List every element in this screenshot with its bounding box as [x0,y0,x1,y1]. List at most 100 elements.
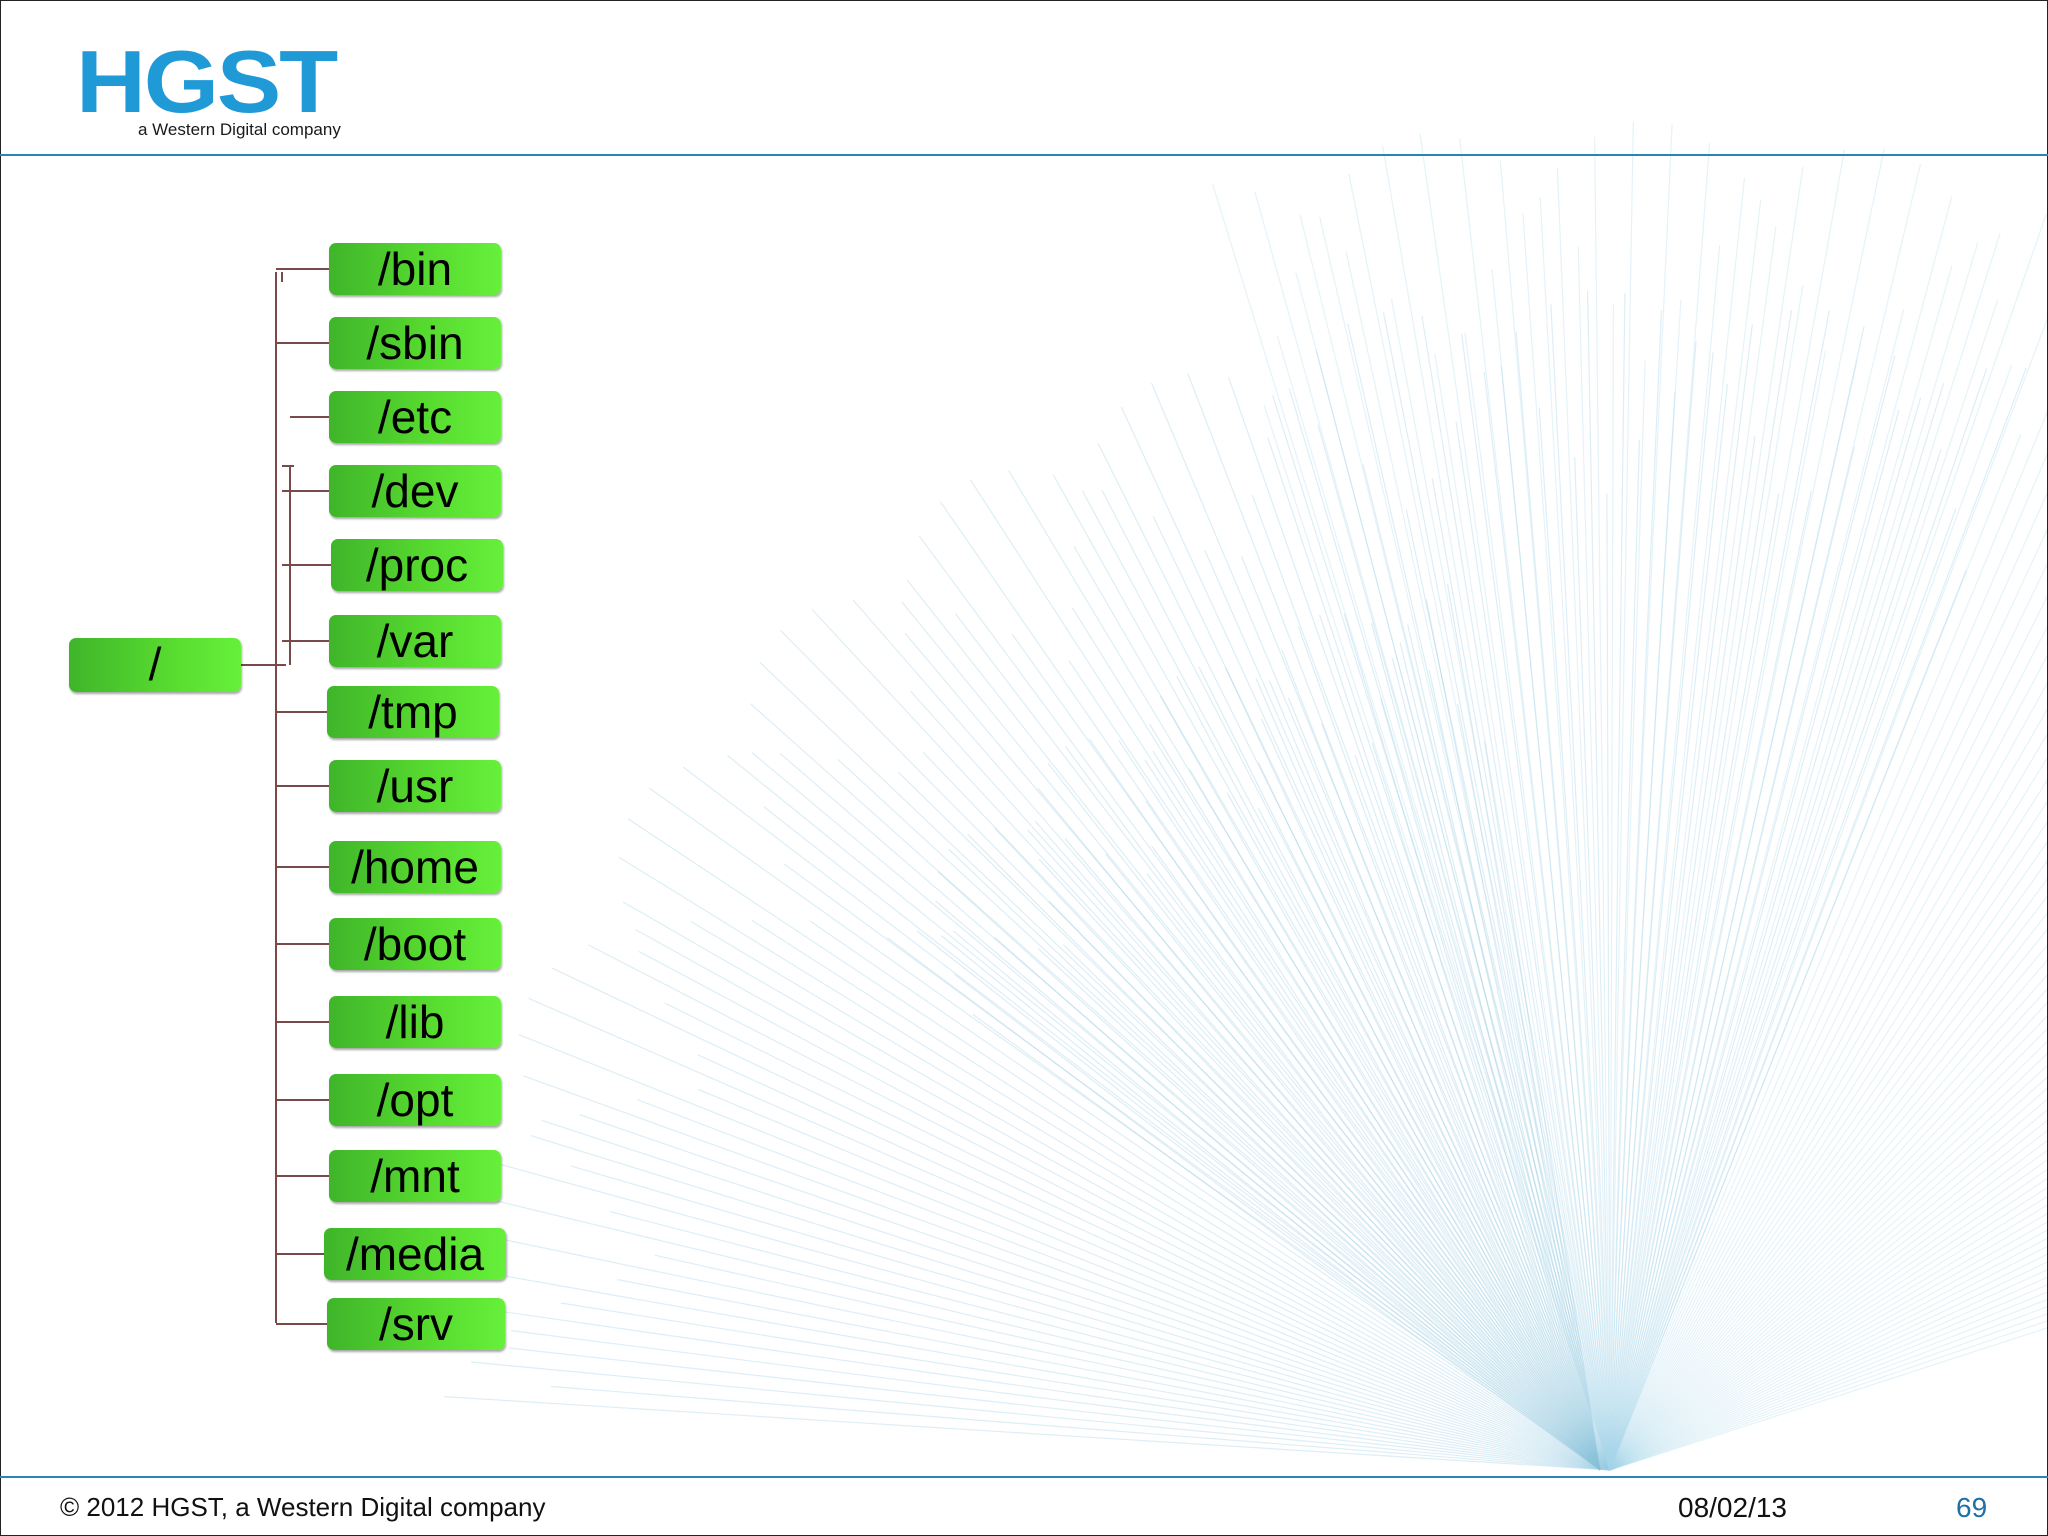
tree-node-label: /tmp [368,686,458,738]
fan-line [994,936,1601,1471]
fan-line [1538,407,1611,1471]
fan-line [1212,183,1611,1471]
fan-line [1034,820,1601,1471]
fan-line [1609,149,1846,1471]
tree-node-tmp: /tmp [327,686,499,738]
fan-line [1609,384,1728,1471]
fan-line [906,579,1611,1471]
fan-line [935,900,1601,1471]
fan-line [1606,493,1611,1471]
tree-node-boot: /boot [329,918,501,970]
fan-line [1228,377,1611,1471]
fan-line [1609,1298,2048,1471]
footer-copyright: © 2012 HGST, a Western Digital company [60,1492,546,1522]
fan-line [1149,723,1601,1471]
fan-line [1609,177,1746,1471]
tree-node-proc: /proc [331,539,503,591]
tree-node-dev: /dev [329,465,501,517]
fan-line [886,937,1601,1471]
fan-line [560,1302,1611,1471]
fan-line [1151,845,1601,1471]
fan-line [1263,404,1611,1471]
fan-line [750,703,1611,1471]
fan-line [1609,397,1922,1471]
tree-node-label: /media [345,1228,485,1280]
fan-line [1484,741,1601,1471]
fan-line [1464,332,1611,1471]
fan-line [901,601,1611,1471]
fan-line [1609,232,2001,1471]
tree-node-label: /boot [363,918,467,970]
fan-line [1120,406,1611,1471]
fan-line [1317,424,1611,1471]
logo-wordmark: HGST [76,32,338,131]
fan-line [1382,145,1611,1471]
fan-line [1348,173,1611,1471]
fan-line [1491,269,1611,1471]
fan-line [1609,350,1827,1471]
fan-line [1257,808,1601,1471]
fan-line [1188,768,1601,1471]
fan-line [466,1193,1611,1471]
fan-line [541,1119,1611,1471]
tree-node-srv: /srv [327,1298,505,1350]
tree-node-mnt: /mnt [329,1150,501,1202]
fan-line [1609,449,1942,1471]
fan-line [1609,894,2048,1471]
fan-line [1609,310,1830,1471]
fan-line [1144,759,1601,1471]
fan-line [1609,355,1896,1471]
fan-line [1609,858,2048,1471]
fan-line [1152,750,1601,1471]
fan-line [1587,290,1611,1471]
fan-line [1609,1052,2048,1471]
fan-line [1609,653,2048,1471]
fan-line [1609,1129,2048,1471]
fan-line [1609,570,1967,1471]
fan-line [1609,199,1762,1471]
tree-node-label: /srv [378,1298,454,1350]
fan-line [759,661,1611,1471]
fan-line [1609,755,2048,1471]
fan-line [1609,1168,2048,1471]
fan-line [698,1088,1611,1471]
hgst-logo: HGST a Western Digital company [76,38,346,148]
fan-line [1609,293,1626,1471]
fan-line [1048,900,1601,1471]
tree-node-home: /home [329,841,501,893]
fan-line [690,921,1611,1471]
fan-line [852,599,1611,1471]
fan-line [1609,310,1793,1471]
fan-line [969,479,1611,1471]
fan-line [1609,434,2022,1471]
fan-line [1101,490,1611,1471]
fan-line [1574,457,1611,1471]
fan-line [1609,163,1922,1471]
fan-line [1081,490,1611,1471]
fan-line [1609,1001,2048,1471]
fan-line [1064,746,1601,1471]
fan-line [1027,829,1601,1471]
fan-line [1609,731,2048,1471]
fan-line [1609,491,1812,1471]
fan-line [1268,680,1601,1471]
fan-line [1609,1237,2048,1471]
fan-line [459,1267,1611,1471]
fan-line [638,950,1611,1471]
fan-line [1251,494,1611,1471]
tree-node-label: /usr [376,760,454,812]
fan-line [898,771,1611,1471]
tree-node-label: /dev [371,465,459,517]
footer-divider [0,1476,2048,1478]
fan-line [1609,1027,2048,1471]
fan-line [1609,706,2048,1471]
tree-node-label: /etc [377,391,453,443]
fan-line [1609,876,2048,1471]
fan-line [780,630,1611,1471]
fan-line [1457,703,1601,1471]
fan-line [1447,584,1601,1471]
fan-line [1390,298,1611,1471]
fan-line [1419,133,1611,1471]
fan-line [1370,622,1601,1471]
fan-line [1461,334,1611,1471]
